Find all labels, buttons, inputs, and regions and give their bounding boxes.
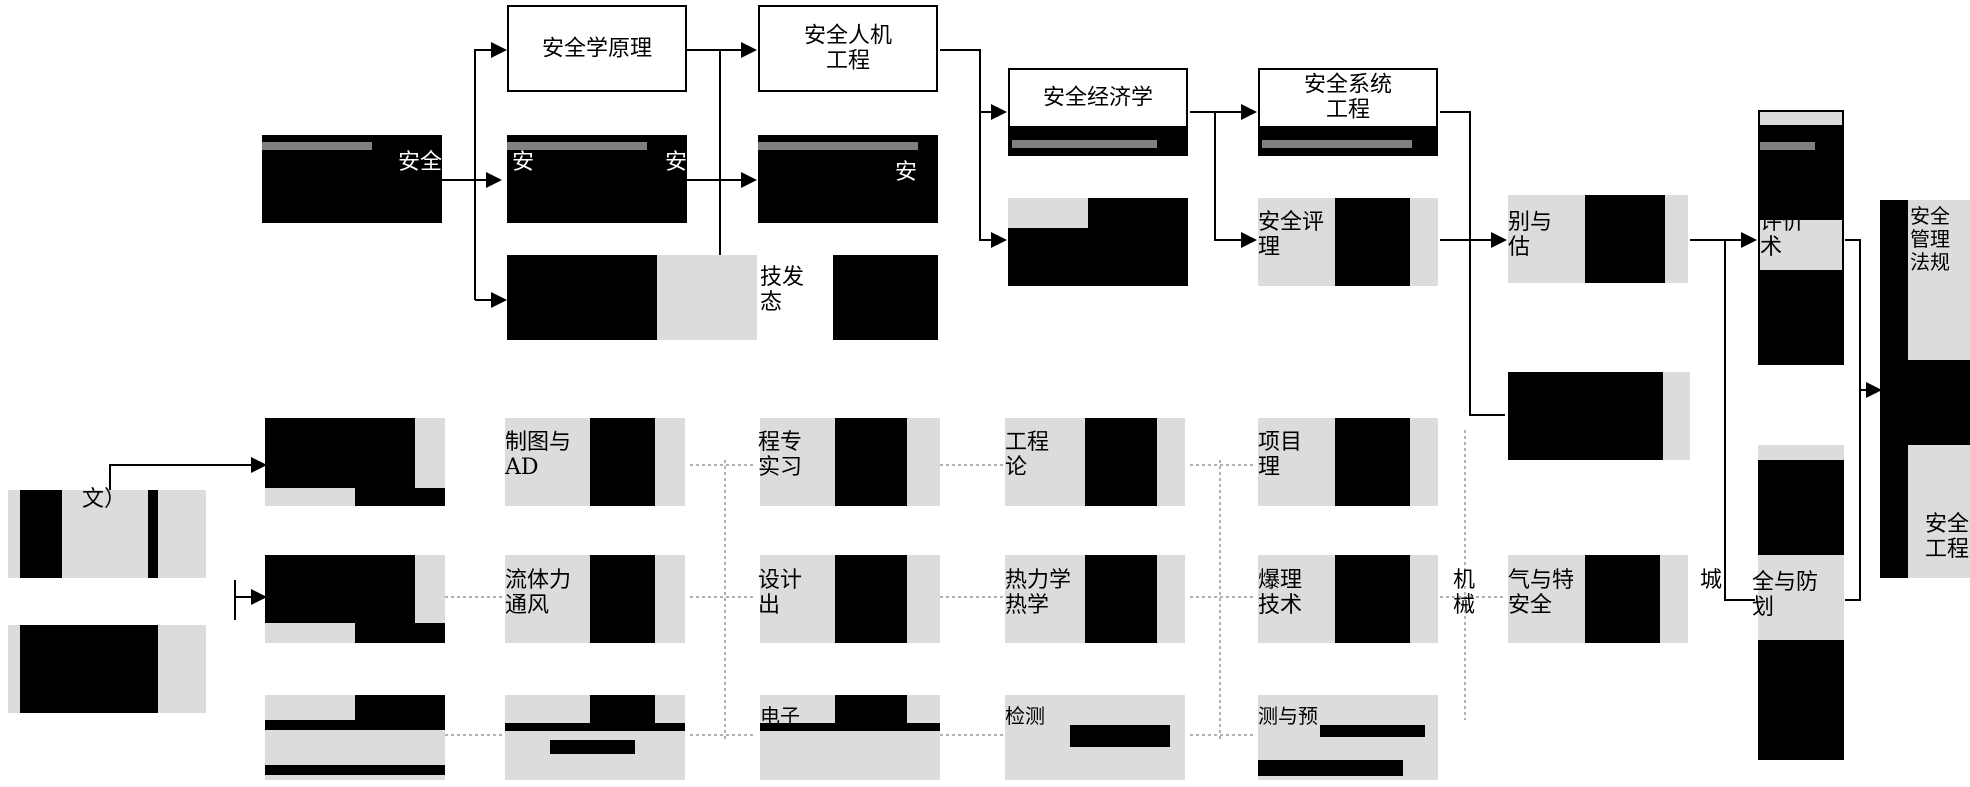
corrupted-block [355, 623, 445, 643]
corrupted-block [590, 555, 655, 643]
corrupted-block [265, 765, 445, 775]
corrupted-block [1758, 270, 1844, 365]
fragment-gas: 气与特 安全 [1508, 568, 1575, 619]
fragment: 安 [665, 150, 688, 175]
fragment-fluid: 流体力 通风 [505, 568, 572, 619]
fragment: 安全评 理 [1258, 210, 1325, 261]
corrupted-block [833, 255, 938, 340]
corrupted-block [1758, 640, 1844, 760]
corrupted-block [355, 488, 445, 506]
corrupted-block [590, 695, 655, 723]
corrupted-block [20, 625, 158, 713]
corrupted-block [1585, 195, 1665, 283]
corrupted-block [1508, 372, 1663, 460]
connector-line [474, 42, 507, 300]
fragment: 别与 估 [1508, 210, 1553, 261]
fragment: 评价 术 [1760, 210, 1805, 261]
corrupted-block [1085, 555, 1157, 643]
fragment: 安 [895, 160, 918, 185]
corrupted-block [1760, 142, 1815, 150]
fragment-monitor: 检测 [1005, 704, 1045, 728]
box-label: 安全系统 工程 [1303, 72, 1392, 123]
connector-line [109, 457, 267, 490]
corrupted-block [1320, 725, 1425, 737]
connector-line [1724, 240, 1755, 601]
fragment-box [1663, 372, 1690, 460]
corrupted-block [758, 142, 918, 150]
connector-line [979, 112, 1007, 248]
fragment-safety-left: 安全 [398, 150, 443, 175]
corrupted-block [265, 555, 415, 623]
corrupted-block [550, 740, 635, 754]
fragment-prevention: 全与防 划 [1752, 570, 1819, 621]
box-safety-economics: 安全经济学 [1008, 68, 1188, 128]
corrupted-block [355, 695, 445, 723]
fragment-right-bottom: 安全 工程 [1925, 512, 1970, 563]
corrupted-block [590, 418, 655, 506]
fragment-predict: 测与预 [1258, 704, 1318, 728]
corrupted-block [1335, 418, 1410, 506]
fragment-wen: 文） [82, 487, 127, 512]
corrupted-block [1585, 555, 1660, 643]
corrupted-block [1258, 760, 1403, 776]
corrupted-block [20, 490, 62, 578]
corrupted-block [1012, 140, 1157, 148]
corrupted-block [1758, 460, 1844, 555]
corrupted-block [835, 555, 907, 643]
fragment-fabric-tech: 技发 态 [760, 265, 805, 316]
connector-line [1190, 111, 1257, 248]
connector-line [1440, 111, 1505, 416]
corrupted-block [1262, 140, 1412, 148]
fragment-mech: 机 械 [1453, 568, 1476, 619]
corrupted-block [262, 142, 372, 150]
box-label: 安全人机 工程 [803, 23, 892, 74]
fragment-city: 城 [1700, 568, 1723, 593]
connector-line [234, 580, 267, 620]
connector-line [940, 49, 1007, 120]
fragment-blast: 爆理 技术 [1258, 568, 1303, 619]
corrupted-block [148, 490, 158, 578]
corrupted-block [1758, 125, 1844, 220]
fragment-practice: 程专 实习 [758, 430, 803, 481]
corrupted-block [1880, 200, 1908, 578]
fragment-eng-lun: 工程 论 [1005, 430, 1050, 481]
corrupted-block [505, 723, 685, 731]
corrupted-block [507, 142, 647, 150]
corrupted-block [835, 418, 907, 506]
box-label: 安全学原理 [541, 35, 652, 61]
corrupted-block [760, 723, 940, 731]
connector-line [1845, 239, 1861, 601]
corrupted-block [265, 418, 415, 488]
fragment-cad: 制图与 AD [505, 430, 572, 481]
corrupted-block [1335, 555, 1410, 643]
fragment: 安 [512, 150, 535, 175]
corrupted-block [265, 720, 445, 730]
corrupted-block [1335, 198, 1410, 286]
corrupted-block [1908, 360, 1970, 445]
box-safety-systems: 安全系统 工程 [1258, 68, 1438, 128]
corrupted-block [1070, 725, 1170, 747]
fragment-fire: 消防 [1508, 430, 1553, 455]
corrupted-block [835, 695, 907, 723]
fragment-electronics: 电子 [760, 704, 800, 728]
fragment-thermo: 热力学 热学 [1005, 568, 1072, 619]
box-safety-ergonomics: 安全人机 工程 [758, 5, 938, 92]
fragment-box [1008, 198, 1088, 228]
box-safety-principles: 安全学原理 [507, 5, 687, 92]
corrupted-block [507, 255, 657, 340]
fragment-right-top: 安全 管理 法规 [1910, 204, 1950, 274]
box-label: 安全经济学 [1042, 85, 1153, 111]
fragment-design: 设计 出 [758, 568, 803, 619]
fragment-box [657, 255, 757, 340]
corrupted-block [1085, 418, 1157, 506]
fragment-project: 项目 理 [1258, 430, 1303, 481]
